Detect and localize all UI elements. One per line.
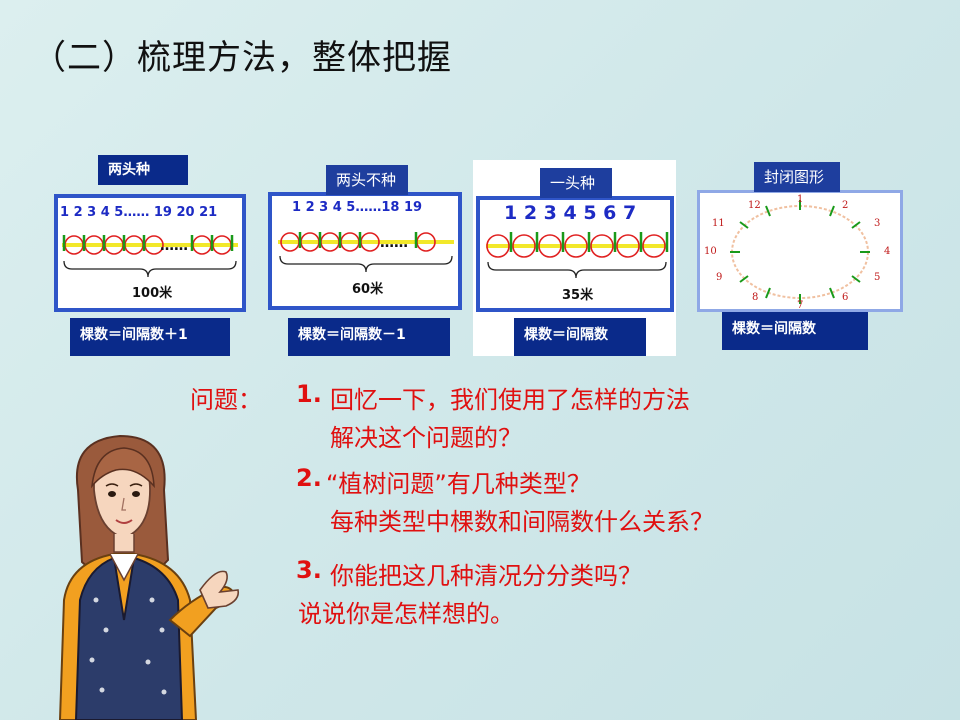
clock-label: 9 <box>716 272 722 283</box>
clock-label: 6 <box>842 292 848 303</box>
tree-numbers: 1 2 3 4 5 6 7 <box>504 202 637 224</box>
panel-one-end <box>476 196 674 312</box>
teacher-illustration <box>58 434 240 720</box>
panel-neither-end <box>268 192 462 310</box>
formula-neither-end: 棵数＝间隔数－1 <box>288 318 450 356</box>
formula-one-end: 棵数＝间隔数 <box>514 318 646 356</box>
closed-ellipse-diagram: 1 2 3 4 5 6 7 8 9 10 11 12 <box>704 194 890 311</box>
clock-label: 7 <box>797 300 803 311</box>
tree-numbers: 1 2 3 4 5……18 19 <box>292 200 423 215</box>
panel-tag-one-end: 一头种 <box>540 168 612 198</box>
tree-row-diagram: …… <box>62 235 238 278</box>
question-3-line-1: 你能把这几种清况分分类吗？ <box>330 562 642 590</box>
clock-label: 10 <box>704 246 717 257</box>
question-3-line-2: 说说你是怎样想的。 <box>298 600 514 628</box>
question-label: 问题： <box>190 386 262 414</box>
tree-numbers: 1 2 3 4 5…… 19 20 21 <box>60 205 218 220</box>
page-title: （二）梳理方法，整体把握 <box>32 38 452 78</box>
question-2-number: 2. <box>296 464 322 492</box>
clock-label: 8 <box>752 292 758 303</box>
distance-label: 60米 <box>352 282 384 297</box>
distance-label: 100米 <box>132 286 173 301</box>
clock-label: 5 <box>874 272 880 283</box>
tree-row-diagram: …… <box>278 232 454 273</box>
clock-label: 12 <box>748 200 761 211</box>
question-3-number: 3. <box>296 556 322 584</box>
panel-tag-neither-end: 两头不种 <box>326 165 408 195</box>
question-2-line-2: 每种类型中棵数和间隔数什么关系？ <box>330 508 714 536</box>
question-2-line-1: “植树问题”有几种类型？ <box>326 470 591 498</box>
question-1-line-2: 解决这个问题的？ <box>330 424 522 452</box>
clock-label: 1 <box>797 194 803 205</box>
panel-tag-both-ends: 两头种 <box>98 155 188 185</box>
question-1-line-1: 回忆一下，我们使用了怎样的方法 <box>330 386 690 414</box>
clock-label: 4 <box>884 246 890 257</box>
question-1-number: 1. <box>296 380 322 408</box>
formula-closed-shape: 棵数＝间隔数 <box>722 312 868 350</box>
clock-label: 3 <box>874 218 880 229</box>
clock-label: 11 <box>712 218 725 229</box>
distance-label: 35米 <box>562 288 594 303</box>
tree-row-diagram <box>486 232 669 279</box>
svg-text:……: …… <box>380 235 408 251</box>
formula-both-ends: 棵数＝间隔数＋1 <box>70 318 230 356</box>
clock-label: 2 <box>842 200 848 211</box>
svg-text:……: …… <box>160 238 188 254</box>
panel-tag-closed-shape: 封闭图形 <box>754 162 840 192</box>
panel-both-ends <box>54 194 246 312</box>
